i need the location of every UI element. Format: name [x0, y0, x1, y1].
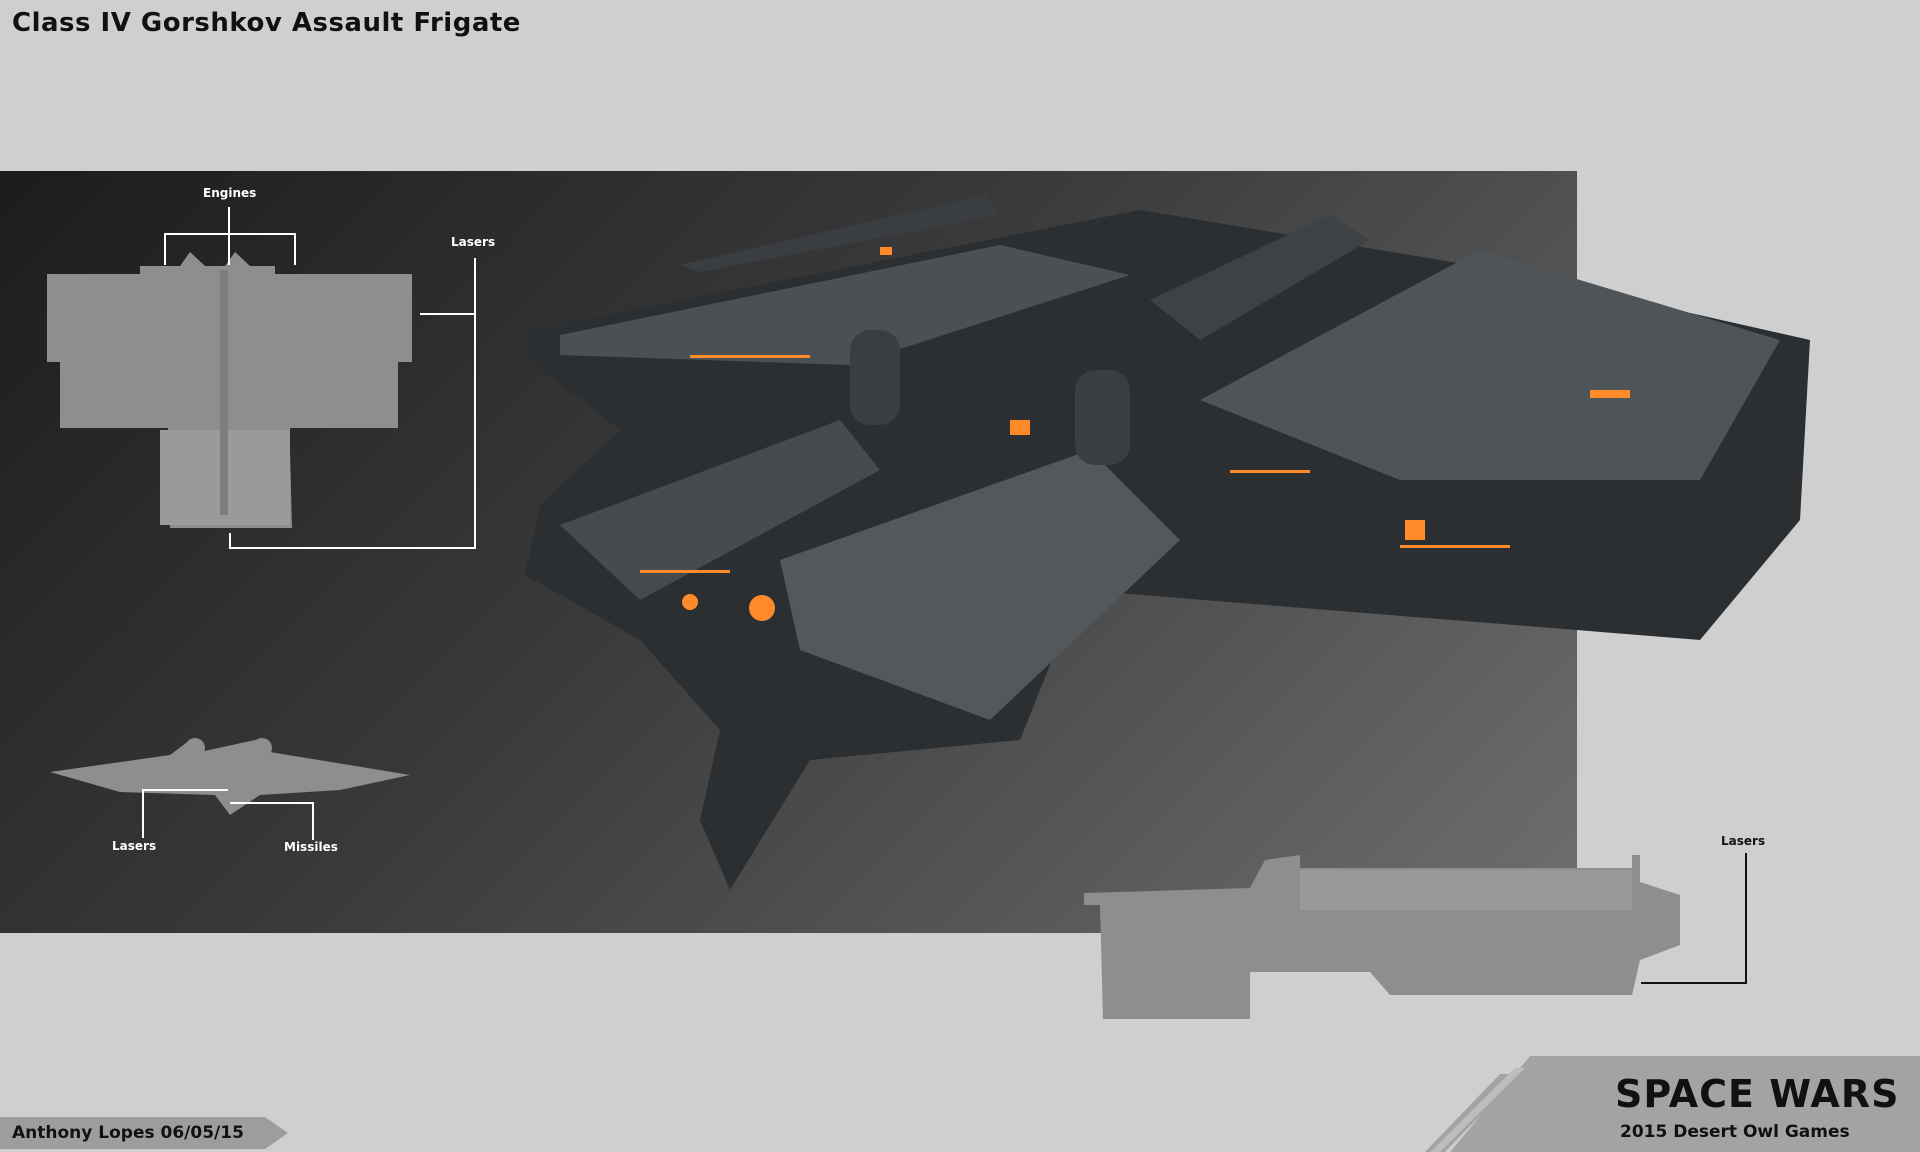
logo-title: SPACE WARS: [1615, 1072, 1900, 1116]
author-credit-tag: Anthony Lopes 06/05/15: [0, 1117, 288, 1149]
callout-front-lasers: Lasers: [112, 839, 157, 853]
side-view-callout-line: [1641, 853, 1747, 984]
callout-engines: Engines: [203, 186, 257, 200]
side-view-silhouette: [1084, 855, 1680, 1019]
engine-glow-lights: [640, 247, 1630, 621]
callout-front-missiles: Missiles: [284, 840, 338, 854]
callout-top-lasers: Lasers: [451, 235, 496, 249]
logo-banner: [1425, 1056, 1920, 1152]
ship-render: [525, 195, 1810, 890]
top-view-silhouette: [47, 252, 412, 528]
front-view-callout-lines: [142, 789, 314, 840]
page-title: Class IV Gorshkov Assault Frigate: [12, 8, 521, 38]
top-view-callout-lines: [164, 207, 476, 549]
front-view-silhouette: [50, 738, 410, 815]
logo-subtitle: 2015 Desert Owl Games: [1620, 1122, 1850, 1142]
author-credit: Anthony Lopes 06/05/15: [12, 1123, 244, 1143]
callout-side-lasers: Lasers: [1721, 834, 1766, 848]
